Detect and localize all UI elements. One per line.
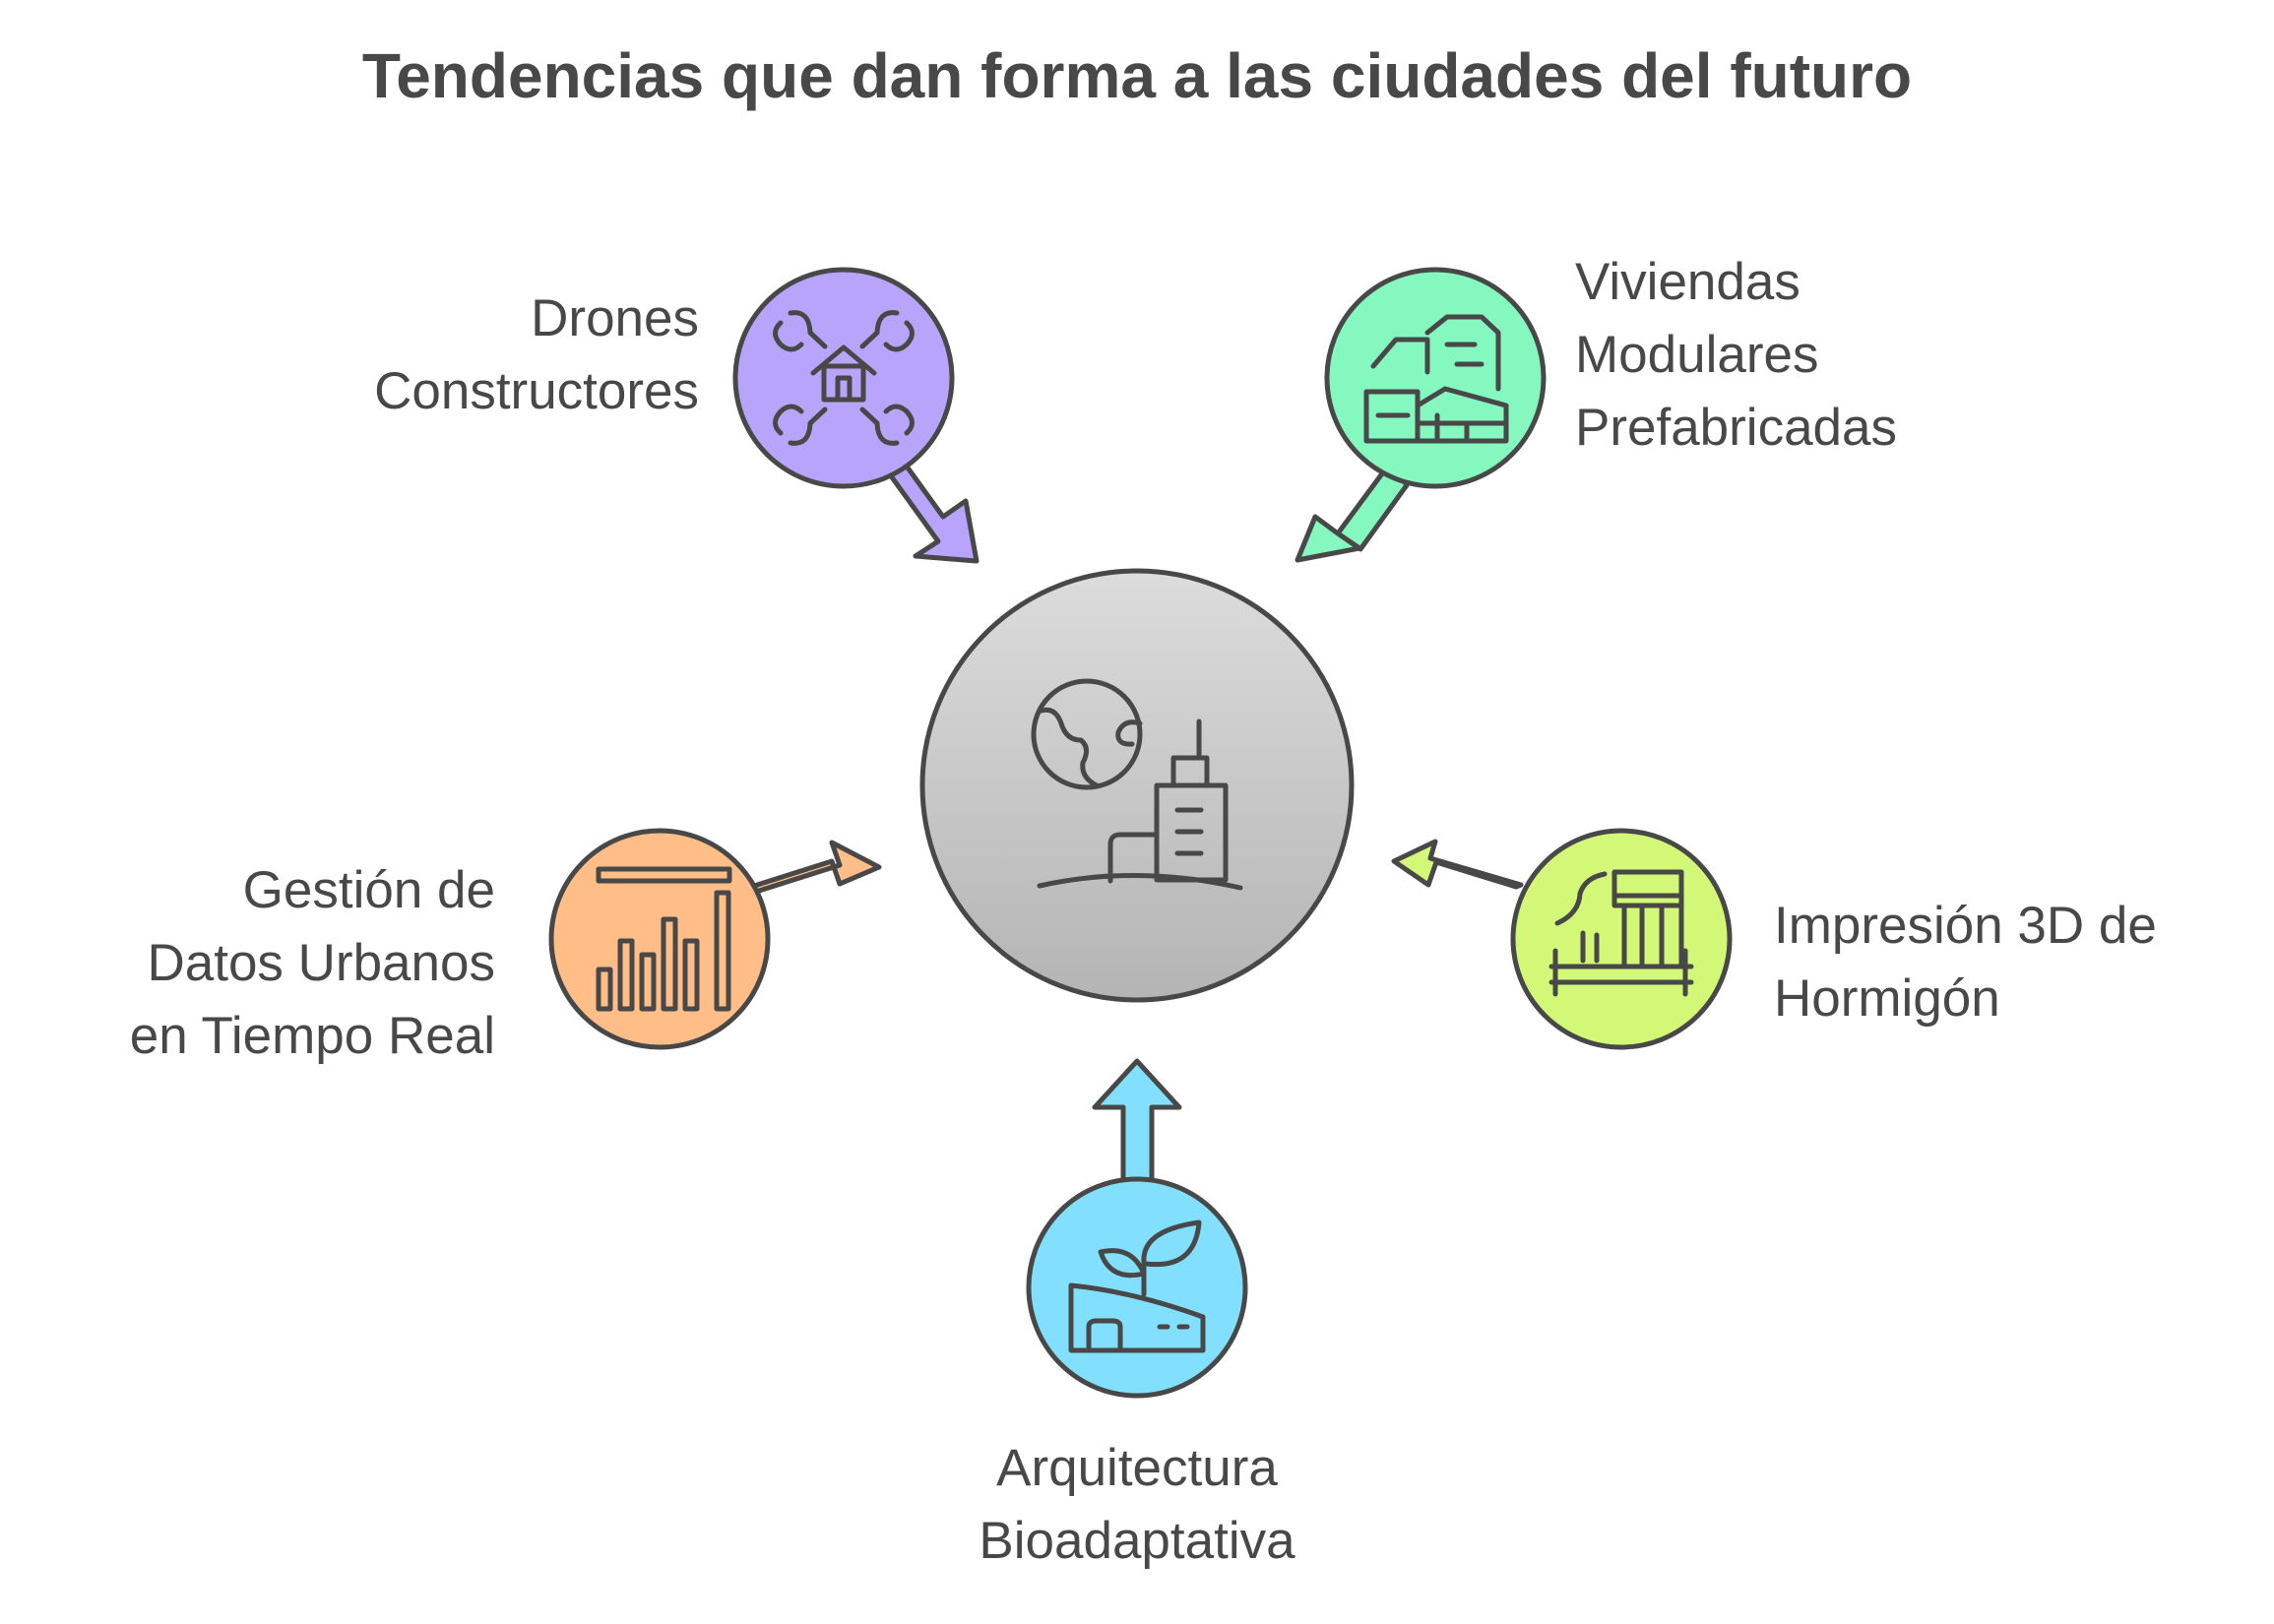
label-viviendas-line2: Modulares (1575, 326, 1819, 384)
bar-chart-icon (596, 866, 732, 1012)
label-gestion-line2: Datos Urbanos (147, 934, 495, 992)
label-impresion: Impresión 3D de Hormigón (1774, 890, 2157, 1035)
node-circle-impresion (1510, 828, 1733, 1050)
diagram-title: Tendencias que dan forma a las ciudades … (361, 40, 1913, 111)
node-circle-viviendas (1324, 267, 1547, 489)
label-gestion: Gestión de Datos Urbanos en Tiempo Real (130, 854, 495, 1073)
drone-house-icon (773, 310, 915, 446)
arrow-arquitectura (1092, 1058, 1182, 1189)
green-building-icon (1068, 1219, 1206, 1353)
label-arquitectura-line2: Bioadaptativa (979, 1512, 1295, 1570)
label-drones-line2: Constructores (374, 362, 699, 420)
label-impresion-line2: Hormigón (1774, 969, 2000, 1028)
globe-city-icon (1031, 678, 1243, 891)
label-viviendas-line3: Prefabricadas (1575, 399, 1898, 457)
label-viviendas-line1: Viviendas (1575, 253, 1800, 311)
label-viviendas: Viviendas Modulares Prefabricadas (1575, 246, 1897, 465)
modular-houses-icon (1363, 314, 1509, 444)
arrow-viviendas (1295, 459, 1410, 563)
label-gestion-line1: Gestión de (242, 861, 495, 919)
label-arquitectura: Arquitectura Bioadaptativa (842, 1432, 1432, 1578)
node-circle-arquitectura (1026, 1176, 1248, 1399)
label-drones-line1: Drones (531, 289, 699, 347)
arrow-gestion (748, 840, 882, 895)
label-arquitectura-line1: Arquitectura (996, 1439, 1278, 1497)
label-drones: Drones Constructores (374, 282, 699, 428)
3d-printer-icon (1548, 869, 1694, 997)
node-circle-gestion (548, 828, 771, 1050)
arrow-impresion (1391, 839, 1524, 890)
label-impresion-line1: Impresión 3D de (1774, 897, 2157, 955)
label-gestion-line3: en Tiempo Real (129, 1007, 495, 1065)
center-circle (919, 568, 1355, 1003)
